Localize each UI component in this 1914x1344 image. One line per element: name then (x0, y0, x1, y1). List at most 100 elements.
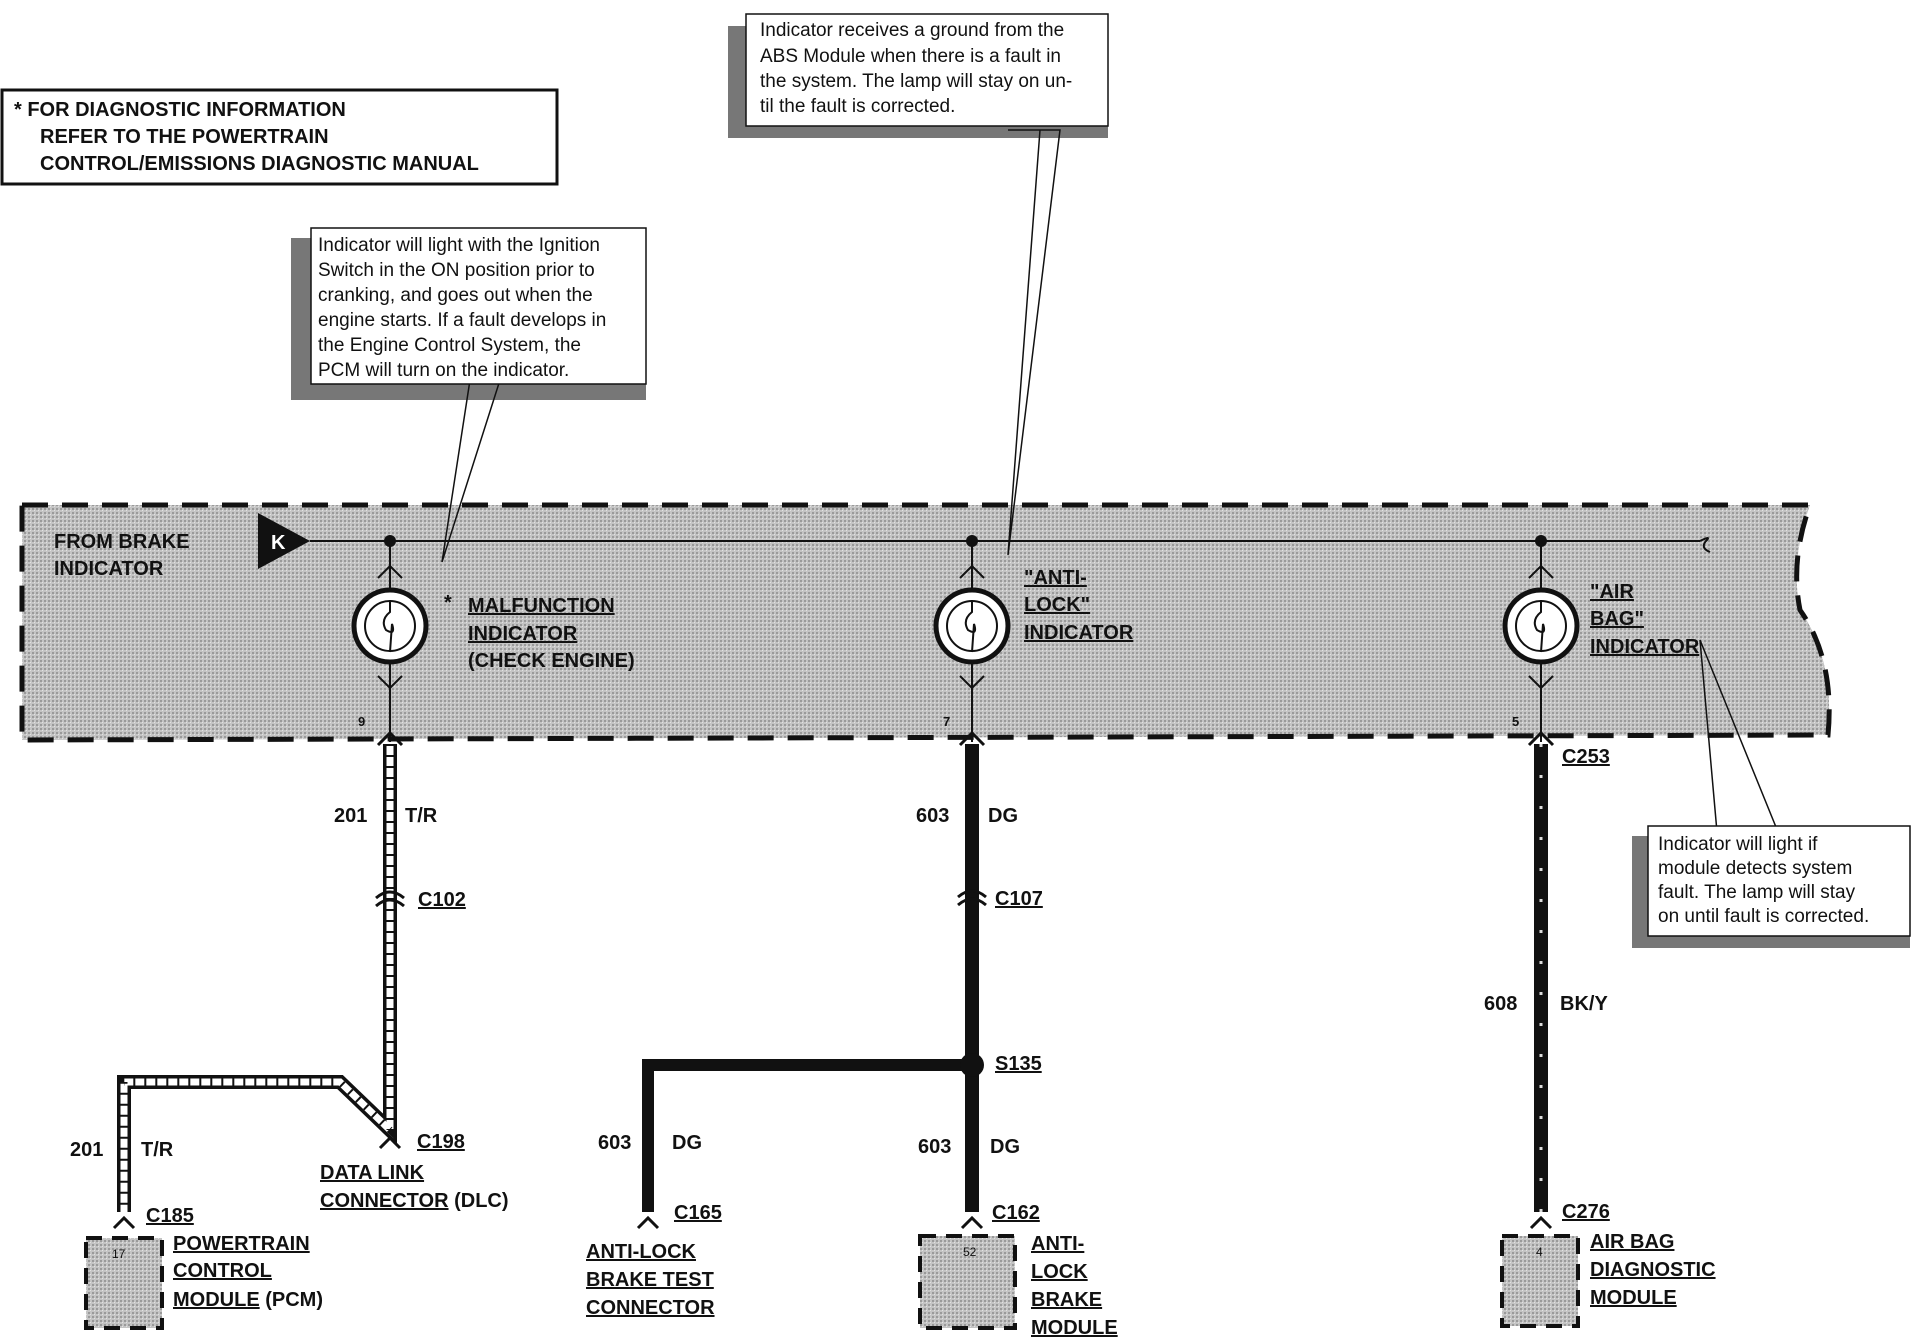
abm-line-2: LOCK (1031, 1261, 1088, 1283)
wire-603-left-circuit: 603 (598, 1132, 631, 1154)
malfunction-callout-line-6: PCM will turn on the indicator. (318, 360, 569, 381)
instrument-cluster-region (19, 502, 1832, 743)
pcm-line-1: POWERTRAIN (173, 1233, 310, 1255)
connector-arrow-icons (112, 730, 1555, 1230)
splice-s135-label: S135 (995, 1053, 1042, 1075)
dlc-line-2a: CONNECTOR (320, 1190, 449, 1212)
abs-callout-line-1: Indicator receives a ground from the (760, 20, 1064, 41)
malfunction-callout-line-5: the Engine Control System, the (318, 335, 581, 356)
abdm-label: AIR BAG DIAGNOSTIC MODULE (1590, 1231, 1716, 1309)
malfunction-callout: Indicator will light with the Ignition S… (310, 227, 647, 385)
airbag-callout-line-2: module detects system (1658, 858, 1852, 879)
abm-pin: 52 (963, 1245, 977, 1259)
airbag-lamp-icon (1502, 541, 1580, 742)
abs-callout-line-3: the system. The lamp will stay on un- (760, 71, 1072, 92)
wire-603-top-color: DG (988, 805, 1018, 827)
diagnostic-line-3: CONTROL/EMISSIONS DIAGNOSTIC MANUAL (40, 153, 479, 175)
airbag-line-1: "AIR (1590, 581, 1634, 603)
airbag-callout: Indicator will light if module detects s… (1647, 825, 1911, 937)
splice-s135-icon (960, 1053, 984, 1077)
wire-201 (117, 744, 397, 1212)
pcm-line-3a: MODULE (173, 1289, 260, 1311)
callout-pointers (441, 129, 1779, 833)
wire-603 (642, 744, 984, 1212)
dlc-line-2b: (DLC) (449, 1190, 509, 1212)
malfunction-line-3: (CHECK ENGINE) (468, 650, 635, 672)
airbag-line-2: BAG" (1590, 608, 1644, 630)
connector-c102-label: C102 (418, 889, 466, 911)
malfunction-callout-line-4: engine starts. If a fault develops in (318, 310, 606, 331)
wire-603-bottom-circuit: 603 (918, 1136, 951, 1158)
dlc-label: DATA LINK CONNECTOR (DLC) (320, 1162, 509, 1212)
connector-c185-label: C185 (146, 1205, 194, 1227)
malfunction-callout-line-1: Indicator will light with the Ignition (318, 235, 600, 256)
pcm-pin: 17 (112, 1247, 126, 1261)
abs-callout-line-2: ABS Module when there is a fault in (760, 46, 1061, 67)
wire-608-color: BK/Y (1560, 993, 1608, 1015)
abm-line-4: MODULE (1031, 1317, 1118, 1339)
connector-k-label: K (271, 532, 286, 554)
wire-201-top-color: T/R (405, 805, 438, 827)
diagnostic-line-1: * FOR DIAGNOSTIC INFORMATION (14, 99, 346, 121)
abdm-module-box: 4 (1500, 1234, 1580, 1328)
diagnostic-line-2: REFER TO THE POWERTRAIN (40, 126, 329, 148)
abdm-pin: 4 (1536, 1245, 1543, 1259)
connector-c276-label: C276 (1562, 1201, 1610, 1223)
abtc-line-2: BRAKE TEST (586, 1269, 714, 1291)
from-brake-label-1: FROM BRAKE (54, 531, 190, 553)
antilock-line-3: INDICATOR (1024, 622, 1134, 644)
pcm-module-box: 17 (84, 1236, 164, 1330)
abs-callout: Indicator receives a ground from the ABS… (745, 13, 1109, 127)
airbag-callout-line-4: on until fault is corrected. (1658, 906, 1869, 927)
antilock-line-1: "ANTI- (1024, 567, 1087, 589)
connector-c198-label: C198 (417, 1131, 465, 1153)
airbag-line-3: INDICATOR (1590, 636, 1700, 658)
airbag-indicator-label: "AIR BAG" INDICATOR 5 (1512, 581, 1700, 729)
abm-line-3: BRAKE (1031, 1289, 1102, 1311)
abs-callout-line-4: til the fault is corrected. (760, 96, 955, 117)
connector-c253-label: C253 (1562, 746, 1610, 768)
antilock-line-2: LOCK" (1024, 594, 1090, 616)
malfunction-callout-line-2: Switch in the ON position prior to (318, 260, 595, 281)
wire-603-bottom-color: DG (990, 1136, 1020, 1158)
pcm-line-3: MODULE (PCM) (173, 1289, 323, 1311)
connector-c162-label: C162 (992, 1202, 1040, 1224)
connector-c107-label: C107 (995, 888, 1043, 910)
dlc-line-2: CONNECTOR (DLC) (320, 1190, 509, 1212)
connector-c165-label: C165 (674, 1202, 722, 1224)
antilock-lamp-icon (933, 541, 1011, 742)
malfunction-callout-line-3: cranking, and goes out when the (318, 285, 593, 306)
malfunction-star: * (444, 592, 452, 614)
pcm-line-2: CONTROL (173, 1260, 272, 1282)
antilock-pin: 7 (943, 714, 950, 729)
malfunction-line-1: MALFUNCTION (468, 595, 615, 617)
antilock-indicator-label: "ANTI- LOCK" INDICATOR 7 (943, 567, 1134, 729)
abm-module-box: 52 (918, 1234, 1017, 1330)
pcm-label: POWERTRAIN CONTROL MODULE (PCM) (173, 1233, 323, 1311)
abdm-line-3: MODULE (1590, 1287, 1677, 1309)
wire-201-bottom-color: T/R (141, 1139, 174, 1161)
abdm-line-2: DIAGNOSTIC (1590, 1259, 1716, 1281)
power-bus (310, 535, 1711, 553)
abtc-line-3: CONNECTOR (586, 1297, 715, 1319)
malfunction-lamp-icon (351, 541, 429, 742)
from-brake-label-2: INDICATOR (54, 558, 164, 580)
abm-label: ANTI- LOCK BRAKE MODULE (1031, 1233, 1118, 1339)
abm-line-1: ANTI- (1031, 1233, 1084, 1255)
malfunction-line-2: INDICATOR (468, 623, 578, 645)
airbag-pin: 5 (1512, 714, 1519, 729)
pcm-line-3b: (PCM) (260, 1289, 323, 1311)
wire-603-left-color: DG (672, 1132, 702, 1154)
wire-608-circuit: 608 (1484, 993, 1517, 1015)
connector-k-icon: K (258, 513, 310, 569)
wire-201-top-circuit: 201 (334, 805, 367, 827)
connector-c102-icon (375, 890, 405, 908)
dlc-line-1: DATA LINK (320, 1162, 425, 1184)
abdm-line-1: AIR BAG (1590, 1231, 1674, 1253)
diagnostic-info-box: * FOR DIAGNOSTIC INFORMATION REFER TO TH… (0, 88, 559, 186)
wire-603-top-circuit: 603 (916, 805, 949, 827)
wire-201-bottom-circuit: 201 (70, 1139, 103, 1161)
abtc-line-1: ANTI-LOCK (586, 1241, 697, 1263)
malfunction-indicator-label: * MALFUNCTION INDICATOR (CHECK ENGINE) 9 (358, 592, 635, 729)
